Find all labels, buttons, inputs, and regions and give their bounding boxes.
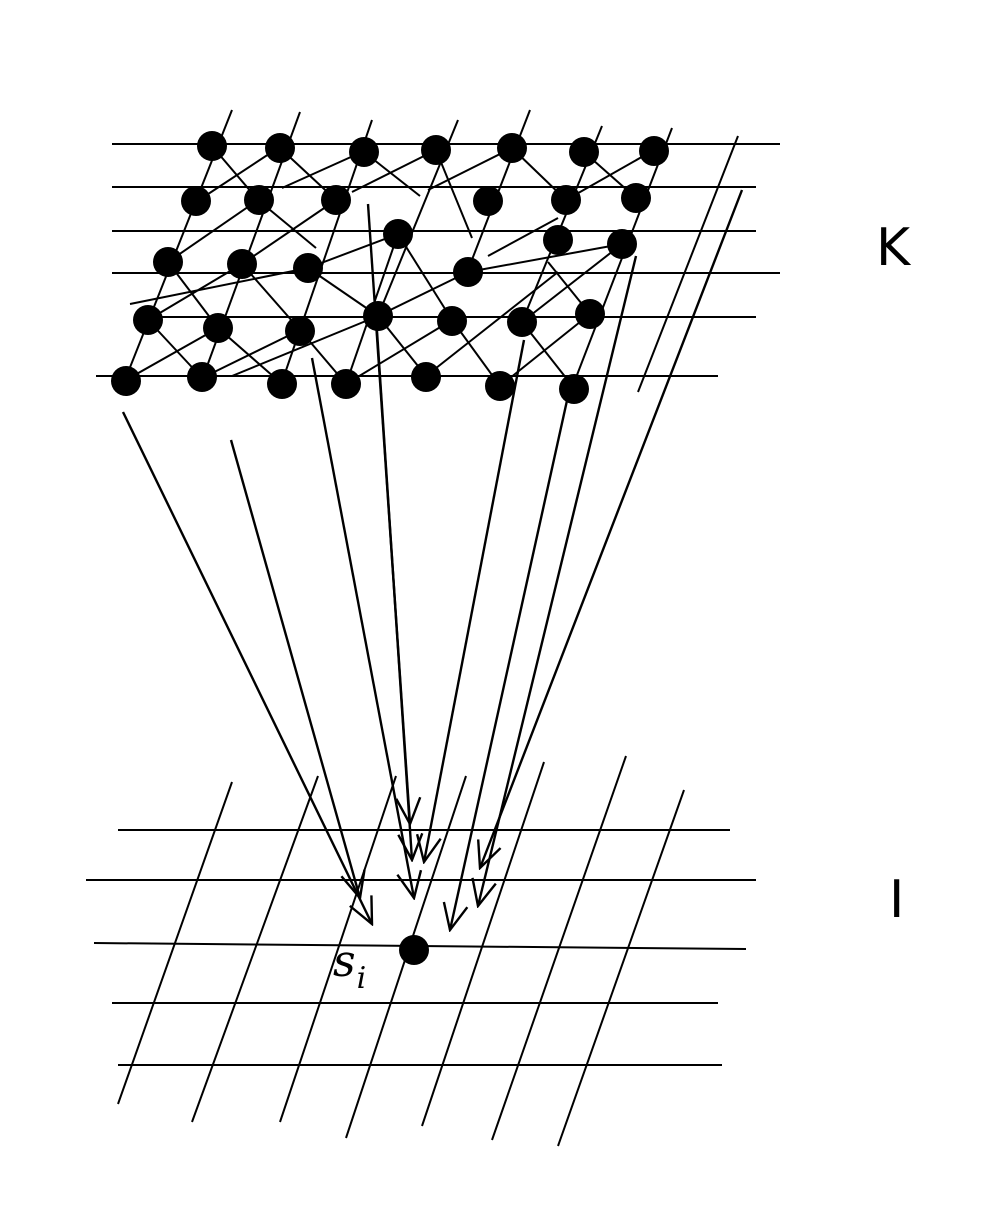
connector-line — [377, 271, 469, 317]
target-point-label-main: s — [333, 936, 356, 987]
sample-point — [473, 186, 503, 216]
connector-line — [345, 319, 453, 385]
sample-point — [203, 313, 233, 343]
sample-point — [551, 185, 581, 215]
sample-point — [285, 316, 315, 346]
connector-line — [125, 327, 219, 381]
grid-i-slant-line — [279, 775, 397, 1123]
sample-point — [187, 362, 217, 392]
grid-i-slant-line — [421, 761, 545, 1127]
sample-point — [453, 257, 483, 287]
grid-i-slant-line — [117, 781, 233, 1105]
sample-point — [569, 137, 599, 167]
sample-point — [363, 301, 393, 331]
connector-line — [499, 313, 591, 387]
grid-i-label: I — [889, 870, 905, 930]
mapping-arrow — [450, 395, 570, 930]
connector-line — [397, 233, 453, 321]
connector-line — [307, 233, 399, 269]
grid-i-slant-line — [491, 755, 627, 1141]
sample-point — [485, 371, 515, 401]
mapping-arrow — [480, 189, 744, 868]
grid-k-diagonal-connectors — [125, 145, 655, 389]
connector-line — [427, 147, 513, 191]
mapping-arrow — [229, 439, 360, 898]
connector-line — [351, 149, 437, 193]
sample-point — [153, 247, 183, 277]
sample-point — [321, 185, 351, 215]
grid-i-slant-line — [557, 789, 685, 1147]
connector-line — [487, 217, 559, 257]
sample-point — [267, 369, 297, 399]
sample-point — [197, 131, 227, 161]
sample-point — [421, 135, 451, 165]
mapping-arrow — [121, 411, 372, 924]
sample-point — [507, 307, 537, 337]
grid-k-horizontal-lines — [96, 143, 780, 377]
sample-point — [349, 137, 379, 167]
connector-line — [231, 315, 379, 377]
sample-point — [331, 369, 361, 399]
connector-line — [281, 151, 363, 189]
connector-line — [147, 263, 243, 321]
sample-point — [621, 183, 651, 213]
sample-point — [111, 366, 141, 396]
target-point-label-subscript: i — [356, 961, 367, 996]
connector-line — [425, 271, 559, 377]
connector-line — [167, 199, 259, 263]
grid-k-points — [111, 131, 669, 404]
connector-line — [129, 267, 309, 305]
mapping-arrow — [424, 339, 526, 862]
grid-i-slanted-lines — [117, 755, 685, 1147]
sample-point — [575, 299, 605, 329]
sample-point — [543, 225, 573, 255]
sample-point — [559, 374, 589, 404]
target-point-label: si — [333, 940, 366, 994]
connector-line — [201, 329, 301, 379]
sample-point — [227, 249, 257, 279]
grid-k-slant-line — [637, 135, 739, 393]
mapping-arrow — [478, 255, 638, 906]
grid-k-label: K — [876, 218, 911, 278]
connector-line — [467, 243, 623, 273]
connector-line — [521, 243, 623, 323]
sample-point — [244, 185, 274, 215]
connector-line — [241, 199, 337, 265]
mapping-arrow — [310, 357, 414, 898]
sample-point — [411, 362, 441, 392]
sample-point — [383, 219, 413, 249]
mapping-arrows — [121, 189, 744, 930]
grid-k-slant-line — [467, 109, 531, 271]
sample-point — [265, 133, 295, 163]
sample-point — [181, 186, 211, 216]
grid-i-slant-line — [191, 775, 319, 1123]
sample-point — [437, 306, 467, 336]
sample-point — [293, 253, 323, 283]
sample-point — [133, 305, 163, 335]
target-point-si — [399, 935, 429, 965]
sample-point — [639, 136, 669, 166]
connector-line — [195, 147, 279, 203]
mapping-arrow — [374, 315, 412, 860]
sample-point — [497, 133, 527, 163]
connector-line — [435, 149, 473, 239]
sample-point — [607, 229, 637, 259]
